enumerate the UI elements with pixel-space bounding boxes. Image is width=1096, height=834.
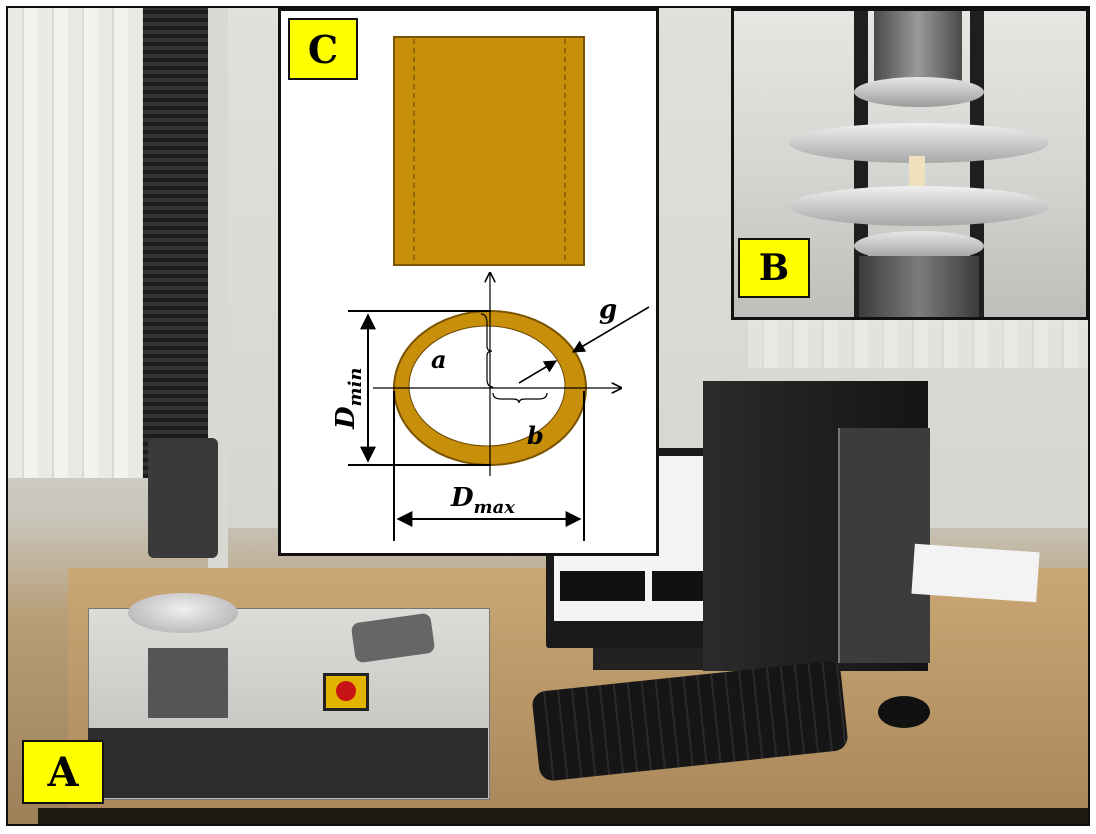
d-max-subscript: max xyxy=(474,497,516,518)
d-min-subscript: min xyxy=(345,367,366,406)
d-min-base: D xyxy=(331,406,361,430)
machine-base-front xyxy=(88,728,488,798)
window-blinds xyxy=(8,8,158,478)
upper-ring xyxy=(854,77,984,107)
wall-thickness-arrow-inner xyxy=(518,360,558,384)
desk-edge xyxy=(38,808,1088,824)
label-d-min: Dmin xyxy=(331,367,366,430)
upper-rod xyxy=(874,11,962,81)
label-g: g xyxy=(599,295,617,325)
tube-geometry-diagram: g a b Dmin Dmax xyxy=(278,8,659,556)
panel-label-b: B xyxy=(738,238,810,298)
panel-label-a: A xyxy=(22,740,104,804)
computer-mouse xyxy=(878,696,930,728)
compression-platen xyxy=(128,593,238,633)
sample-holder xyxy=(148,648,228,718)
wall-thickness-arrow-outer xyxy=(571,306,650,353)
diagram-svg: g a b Dmin Dmax xyxy=(331,36,650,541)
papers xyxy=(911,543,1040,603)
lower-rod xyxy=(859,256,979,317)
monitor-stand xyxy=(593,648,703,670)
crosshead xyxy=(148,438,218,558)
screen-readout xyxy=(560,571,645,601)
label-b: b xyxy=(527,421,544,450)
label-d-max: Dmax xyxy=(450,483,515,518)
brace-a xyxy=(480,313,494,388)
tube-side-view xyxy=(393,36,585,266)
emergency-stop-button xyxy=(323,673,369,711)
brace-b xyxy=(492,392,548,404)
lower-plate xyxy=(789,186,1049,226)
label-a: a xyxy=(431,345,447,374)
panel-label-c: C xyxy=(288,18,358,80)
d-max-base: D xyxy=(450,483,474,513)
machine-column xyxy=(143,8,213,478)
